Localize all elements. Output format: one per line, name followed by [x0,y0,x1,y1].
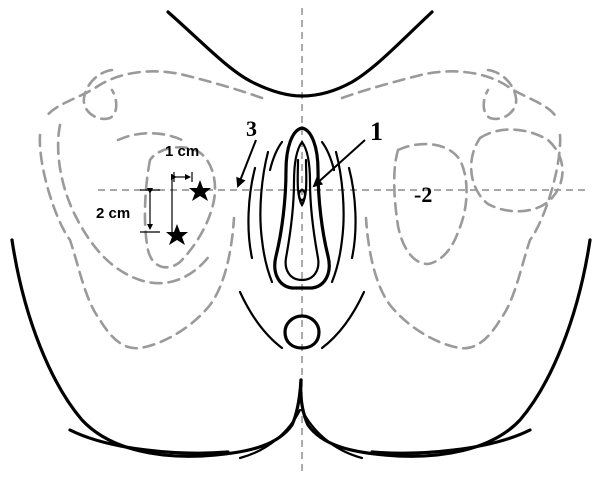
marker-1: 1 [314,117,383,186]
dimension-2cm: 2 cm [96,174,172,232]
marker-3-label: 3 [246,116,257,141]
dimension-2cm-label: 2 cm [96,205,130,222]
injection-site-upper [189,180,211,201]
pubic-outline [168,12,432,96]
injection-site-lower [166,224,188,245]
marker-1-label: 1 [370,117,383,146]
marker-2-label: -2 [414,182,432,207]
dimension-1cm-label: 1 cm [165,143,199,160]
dimension-1cm: 1 cm [165,143,199,182]
